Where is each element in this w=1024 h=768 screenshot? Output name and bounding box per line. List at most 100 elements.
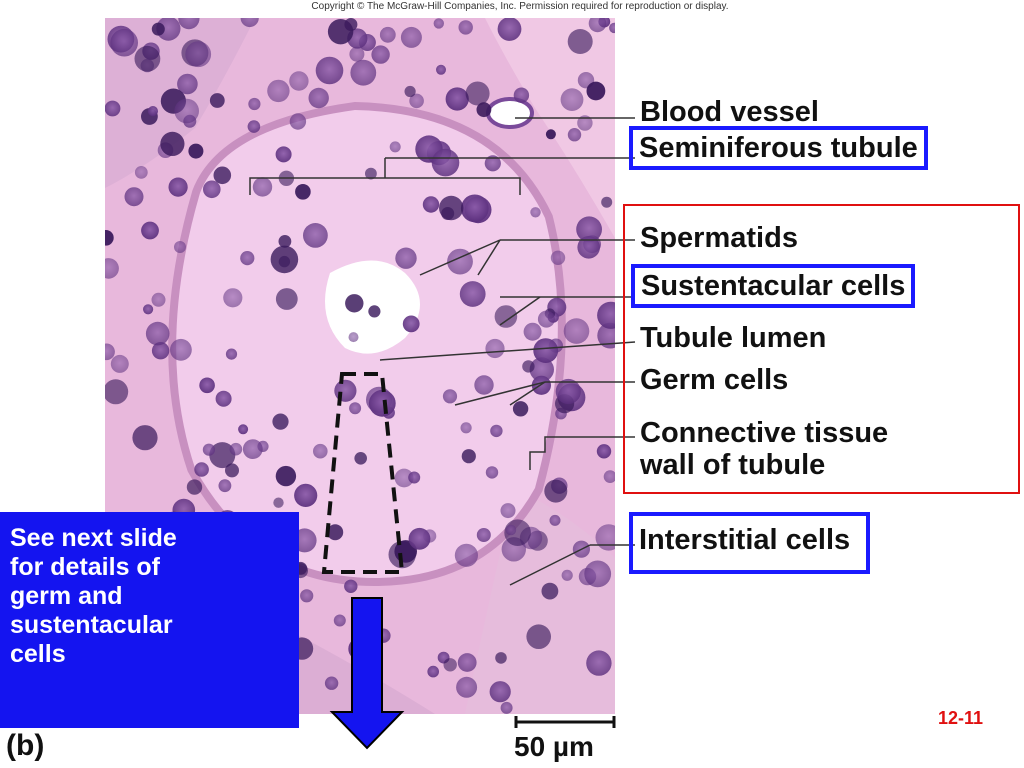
cell-nucleus <box>544 479 568 503</box>
cell-nucleus <box>513 87 530 103</box>
cell-nucleus <box>143 304 154 315</box>
cell-nucleus <box>431 148 460 177</box>
cell-nucleus <box>379 26 396 43</box>
cell-nucleus <box>238 424 249 435</box>
cell-nucleus <box>275 288 298 310</box>
cell-nucleus <box>124 187 144 207</box>
cell-nucleus <box>531 375 551 395</box>
cell-nucleus <box>225 463 239 478</box>
cell-nucleus <box>445 87 469 111</box>
blood-vessel <box>486 97 534 129</box>
cell-nucleus <box>105 100 121 117</box>
cell-nucleus <box>529 357 554 382</box>
cell-nucleus <box>584 560 612 588</box>
cell-nucleus <box>344 579 358 593</box>
cell-nucleus <box>174 98 199 124</box>
cell-nucleus <box>215 390 232 407</box>
cell-nucleus <box>526 624 551 649</box>
see-next-slide-note: See next slide for details of germ and s… <box>0 512 299 728</box>
cell-nucleus <box>160 131 185 156</box>
cell-nucleus <box>494 305 518 328</box>
cell-nucleus <box>178 18 200 30</box>
cell-nucleus <box>327 524 344 541</box>
cell-nucleus <box>334 379 357 402</box>
cell-nucleus <box>523 322 542 341</box>
cell-nucleus <box>345 294 364 313</box>
micrograph-image <box>105 18 615 714</box>
cell-nucleus <box>400 26 422 48</box>
cell-nucleus <box>456 676 478 698</box>
cell-nucleus <box>168 177 188 197</box>
cell-nucleus <box>315 56 344 85</box>
cell-nucleus <box>354 452 367 465</box>
cell-nucleus <box>476 102 492 118</box>
cell-nucleus <box>368 389 396 417</box>
cell-nucleus <box>402 315 420 333</box>
cell-nucleus <box>533 338 559 363</box>
cell-nucleus <box>132 425 158 451</box>
cell-nucleus <box>560 88 584 111</box>
cell-nucleus <box>404 85 416 98</box>
cell-nucleus <box>395 247 417 269</box>
cell-nucleus <box>522 360 535 373</box>
cell-nucleus <box>333 614 346 627</box>
cell-nucleus <box>177 73 198 95</box>
cell-nucleus <box>223 288 243 308</box>
cell-nucleus <box>459 281 486 307</box>
cell-nucleus <box>247 120 261 133</box>
cell-nucleus <box>490 424 503 438</box>
cell-nucleus <box>145 321 170 346</box>
cell-nucleus <box>273 497 284 508</box>
cell-nucleus <box>151 342 170 360</box>
cell-nucleus <box>588 18 607 33</box>
cell-nucleus <box>141 221 159 240</box>
cell-nucleus <box>489 681 511 703</box>
cell-nucleus <box>512 401 529 417</box>
cell-nucleus <box>202 443 215 456</box>
cell-nucleus <box>555 378 581 405</box>
cell-nucleus <box>389 141 401 153</box>
cell-nucleus <box>209 93 225 108</box>
label-connective-tissue: Connective tissue wall of tubule <box>640 417 889 481</box>
cell-nucleus <box>240 251 255 266</box>
cell-nucleus <box>213 166 232 185</box>
cell-nucleus <box>442 389 458 404</box>
cell-nucleus <box>576 216 602 243</box>
label-spermatids: Spermatids <box>640 222 798 254</box>
cell-nucleus <box>134 166 148 179</box>
cell-nucleus <box>484 155 501 172</box>
cell-nucleus <box>303 223 328 248</box>
label-tubule-lumen: Tubule lumen <box>640 322 827 354</box>
cell-nucleus <box>495 652 507 664</box>
cell-nucleus <box>545 129 556 140</box>
cell-nucleus <box>313 443 328 459</box>
cell-nucleus <box>270 245 299 274</box>
cell-nucleus <box>561 569 573 581</box>
cell-nucleus <box>454 543 478 567</box>
cell-nucleus <box>308 87 329 109</box>
cell-nucleus <box>408 471 421 484</box>
cell-nucleus <box>474 375 494 395</box>
cell-nucleus <box>603 470 615 483</box>
cell-nucleus <box>134 45 161 72</box>
cell-nucleus <box>294 483 318 507</box>
label-sustentacular-cells: Sustentacular cells <box>631 264 916 308</box>
cell-nucleus <box>110 28 138 57</box>
cell-nucleus <box>500 701 513 714</box>
cell-nucleus <box>105 258 119 279</box>
cell-nucleus <box>267 79 290 103</box>
cell-nucleus <box>365 167 377 180</box>
cell-nucleus <box>344 18 358 31</box>
label-germ-cells: Germ cells <box>640 364 789 396</box>
cell-nucleus <box>541 582 559 600</box>
cell-nucleus <box>300 589 314 603</box>
label-seminiferous-tubule: Seminiferous tubule <box>629 126 928 170</box>
cell-nucleus <box>348 332 359 343</box>
cell-nucleus <box>427 665 440 678</box>
cell-nucleus <box>376 628 391 643</box>
cell-nucleus <box>550 250 566 265</box>
tubule-components-frame <box>623 204 1020 494</box>
cell-nucleus <box>476 528 491 542</box>
cell-nucleus <box>458 20 473 35</box>
cell-nucleus <box>203 180 221 199</box>
